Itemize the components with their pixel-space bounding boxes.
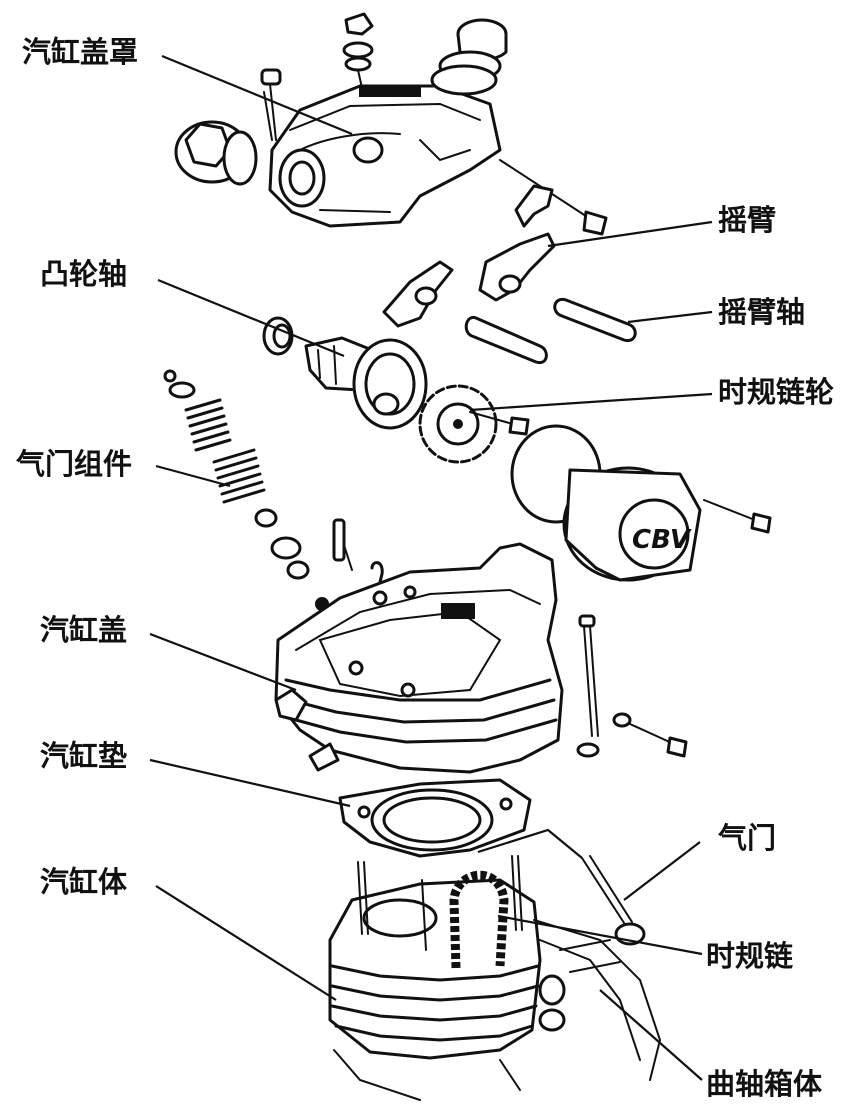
leader-camshaft [157,278,345,358]
valve-part [581,855,646,946]
leader-rocker-arm [547,220,713,248]
leader-cylinder-gasket [149,758,351,808]
leader-timing-sprocket [469,392,713,412]
label-valve: 气门 [717,821,776,855]
label-cylinder-gasket: 汽缸垫 [40,739,127,773]
label-crankcase: 曲轴箱体 [706,1067,823,1101]
label-cylinder-head-cover: 汽缸盖罩 [22,35,138,69]
cylinder-gasket-part [338,778,532,858]
label-valve-assembly: 气门组件 [15,447,132,481]
cover-logo-text: CBV [632,525,692,555]
cylinder-block-part [328,855,542,1060]
leader-rocker-arm-shaft [627,310,713,324]
leader-timing-chain [497,914,703,956]
label-cylinder-head: 汽缸盖 [40,613,127,647]
leader-crankcase [599,989,703,1081]
leader-valve-assembly [155,464,231,488]
timing-sprocket-part [418,384,530,464]
leader-cylinder-head-cover [161,54,353,136]
label-timing-sprocket: 时规链轮 [718,375,834,409]
camshaft-part [262,316,428,430]
leader-cylinder-head [149,632,297,692]
leader-valve [623,841,701,901]
crankcase-part [333,919,662,1101]
cylinder-head-cover-part [174,12,608,236]
label-cylinder-block: 汽缸体 [40,865,128,899]
labels: 汽缸盖罩 摇臂 凸轮轴 摇臂轴 时规链轮 气门组件 汽缸盖 汽缸垫 气门 汽缸体… [15,35,834,1101]
leader-cylinder-block [155,885,337,1001]
rocker-arm-shaft-part [464,297,637,365]
rocker-arm-part [382,184,556,328]
label-rocker-arm-shaft: 摇臂轴 [718,295,805,329]
cylinder-head-part [274,542,688,774]
leader-lines [149,54,713,1081]
valve-assembly-part [163,369,384,611]
label-rocker-arm: 摇臂 [718,203,776,237]
side-cover-part: CBV [510,424,772,582]
label-camshaft: 凸轮轴 [40,257,127,291]
label-timing-chain: 时规链 [706,939,793,973]
leader-valve-pushrod [477,828,583,859]
